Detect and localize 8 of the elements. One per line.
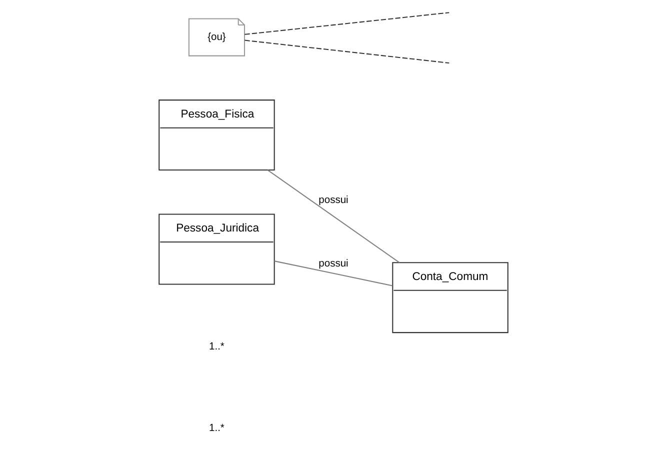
- connector: [244, 40, 449, 64]
- label: 1..*: [208, 422, 224, 434]
- label: 1..*: [208, 342, 224, 353]
- edge-label: possui: [318, 258, 348, 270]
- edge-label: possui: [318, 194, 348, 206]
- connector: [244, 12, 449, 35]
- connector: [266, 170, 400, 263]
- connector: [274, 260, 392, 286]
